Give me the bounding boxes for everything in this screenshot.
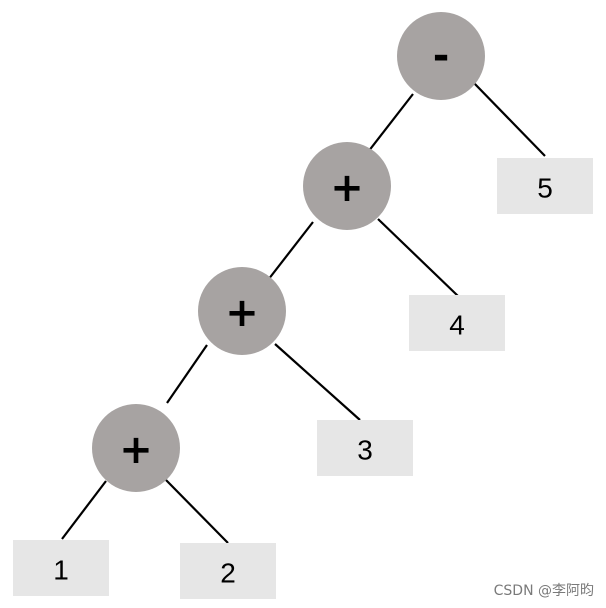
leaf-node-3: 3 (317, 420, 413, 476)
edge-plus-3-to-leaf-2 (165, 479, 229, 544)
edge-plus-1-to-plus-2 (267, 221, 314, 281)
leaf-node-1: 1 (13, 540, 109, 596)
edge-plus-1-to-leaf-4 (377, 218, 459, 297)
operator-symbol: - (433, 33, 450, 79)
operator-symbol: + (225, 290, 259, 336)
leaf-value: 2 (220, 558, 236, 589)
leaf-value: 1 (53, 555, 69, 586)
leaf-node-2: 2 (180, 543, 276, 599)
edge-root-to-leaf-5 (472, 81, 546, 157)
leaf-node-5: 5 (497, 158, 593, 214)
leaf-value: 5 (537, 173, 553, 204)
tree-edges (61, 81, 546, 544)
edge-plus-2-to-leaf-3 (274, 343, 361, 421)
operator-node-root: - (397, 12, 485, 100)
leaf-value: 3 (357, 435, 373, 466)
leaf-node-4: 4 (409, 295, 505, 351)
edge-plus-2-to-plus-3 (166, 344, 208, 404)
edge-root-to-plus-1 (367, 93, 414, 153)
edge-plus-3-to-leaf-1 (61, 480, 107, 540)
operator-symbol: + (330, 165, 364, 211)
leaf-value: 4 (449, 310, 465, 341)
operator-node-plus-2: + (198, 267, 286, 355)
operator-symbol: + (119, 427, 153, 473)
operator-node-plus-1: + (303, 142, 391, 230)
watermark-text: CSDN @李阿昀 (493, 583, 594, 599)
operator-node-plus-3: + (92, 404, 180, 492)
